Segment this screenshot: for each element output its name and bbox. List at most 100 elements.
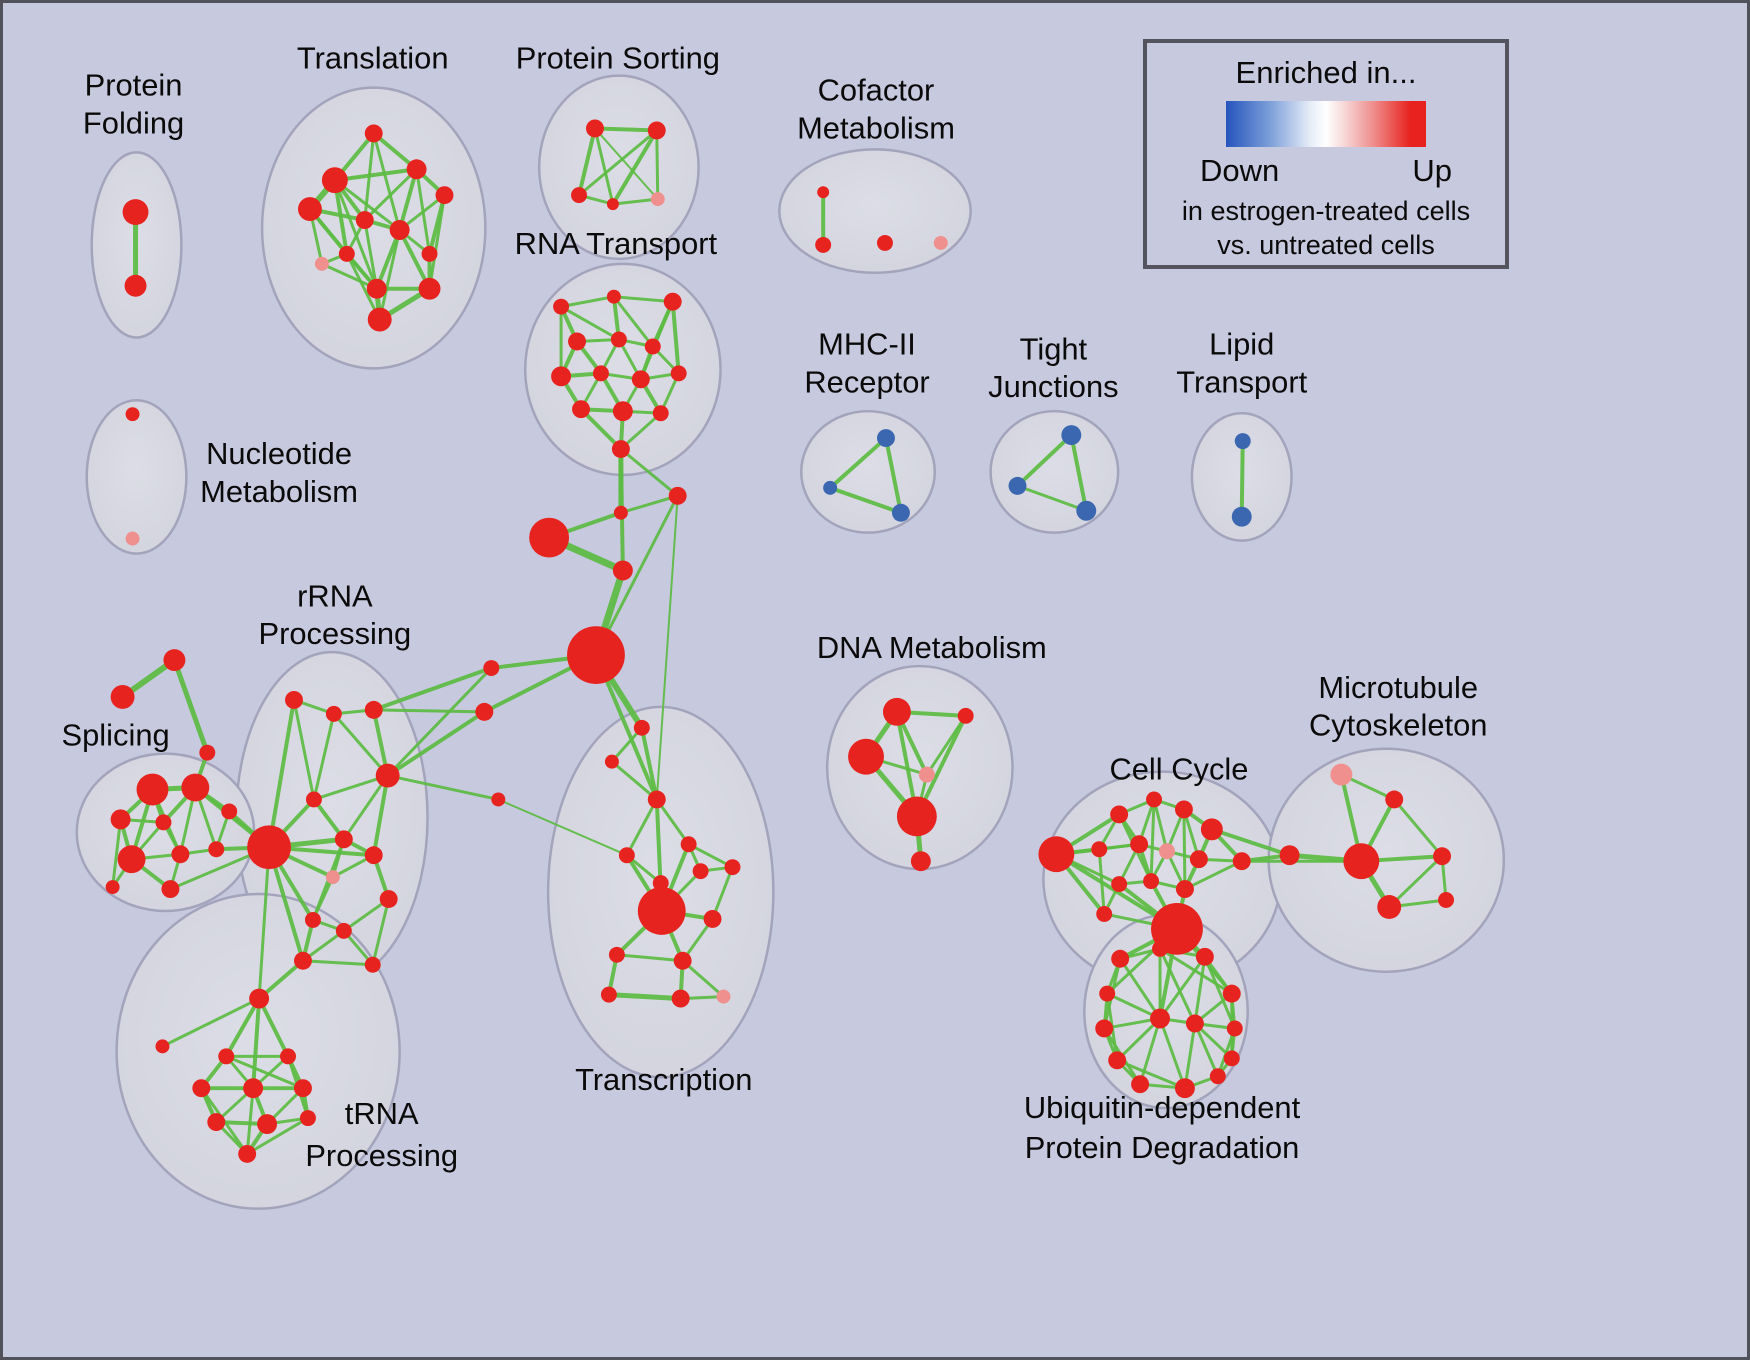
gene-set-node-tx14 <box>671 989 690 1008</box>
edge-r13-r14 <box>301 959 375 967</box>
gene-set-node-tj2 <box>1008 476 1027 495</box>
edge-rt2-rt3 <box>612 295 675 304</box>
cluster-label-lipid-transport-line2: Transport <box>1176 364 1307 399</box>
gene-set-node-r14 <box>364 956 381 973</box>
edge-r2-r4 <box>332 712 390 778</box>
gene-set-node-r11 <box>304 911 321 928</box>
edge-c3-c8 <box>1152 797 1169 853</box>
gene-set-node-c11 <box>1111 876 1128 893</box>
edge-r1-r6 <box>292 698 316 801</box>
gene-set-node-ps2 <box>647 121 666 140</box>
gene-set-node-u9 <box>1223 1050 1240 1067</box>
edge-u14-u12 <box>1193 1021 1220 1078</box>
edge-t1-t7 <box>372 131 402 232</box>
gene-set-node-t11 <box>366 278 387 299</box>
gene-set-node-tx11 <box>608 946 625 963</box>
gene-set-node-d3 <box>848 738 884 775</box>
cluster-label-nucleotide-metabolism-line2: Metabolism <box>200 474 358 509</box>
edge-x4-r4 <box>386 666 493 778</box>
gene-set-node-n2 <box>125 531 140 546</box>
gene-set-node-c2 <box>1110 805 1129 824</box>
legend-caption: in estrogen-treated cells vs. untreated … <box>1182 195 1470 263</box>
edge-r4-r9 <box>371 773 390 858</box>
edge-c4-c13 <box>1182 807 1187 891</box>
gene-set-node-tx5 <box>618 847 635 864</box>
gene-set-node-r2 <box>325 705 342 722</box>
cluster-label-ubiquitin-degradation-line1: Ubiquitin-dependent <box>1024 1090 1301 1125</box>
gene-set-node-r9 <box>364 846 383 865</box>
gene-set-node-x6 <box>491 792 506 807</box>
edge-tx1-tx3 <box>639 725 659 802</box>
gene-set-node-tx4 <box>680 836 697 853</box>
gene-set-node-tx13 <box>600 986 617 1003</box>
gene-set-node-r4 <box>375 763 400 788</box>
gene-set-node-tra <box>218 1048 235 1065</box>
edge-u13-u10 <box>1138 1017 1162 1086</box>
edge-t7-t13 <box>378 228 402 322</box>
edge-tx3-tx4 <box>655 797 691 846</box>
gene-set-node-mc3 <box>1279 845 1300 866</box>
gene-set-node-cm2 <box>815 236 832 253</box>
gene-set-node-l1 <box>1234 433 1251 450</box>
gene-set-node-c7 <box>1130 835 1149 854</box>
gene-set-node-rt6 <box>644 338 661 355</box>
edge-rt2-rt6 <box>612 295 655 348</box>
gene-set-node-st3 <box>199 744 216 761</box>
cluster-label-rrna-processing-line1: rRNA <box>297 578 373 613</box>
cluster-label-rrna-processing-line2: Processing <box>258 616 411 651</box>
edge-ps1-ps3 <box>577 126 597 198</box>
gene-set-node-tx6 <box>652 875 669 892</box>
edge-t10-t11 <box>320 262 379 291</box>
cluster-label-splicing-line1: Splicing <box>62 718 170 753</box>
gene-set-node-t13 <box>367 307 392 332</box>
edge-r1-r5 <box>267 697 296 850</box>
gene-set-node-ps4 <box>606 198 619 211</box>
gene-set-node-tx15 <box>716 989 731 1004</box>
gene-set-node-mc4 <box>1343 843 1380 880</box>
gene-set-node-rt3 <box>663 292 682 311</box>
edge-tj2-tj3 <box>1016 484 1088 513</box>
gene-set-node-mc1 <box>1330 763 1353 786</box>
edge-tx2-tx3 <box>610 760 659 801</box>
edge-rt1-rt2 <box>559 295 616 309</box>
gene-set-node-u7 <box>1226 1020 1243 1037</box>
edge-x5-r3 <box>372 708 486 714</box>
gene-set-node-x3 <box>612 560 633 581</box>
edge-x1-tx3 <box>655 494 679 801</box>
gene-set-node-trg <box>257 1114 278 1134</box>
gene-set-node-tx12 <box>673 951 692 970</box>
edge-t2-t4 <box>332 167 419 183</box>
gene-set-node-sp7 <box>171 845 190 864</box>
edge-ps2-ps5 <box>655 128 660 201</box>
gene-set-node-tre <box>293 1079 312 1098</box>
gene-set-node-r3 <box>364 700 383 719</box>
gene-set-node-t9 <box>421 245 438 262</box>
edge-rt3-rt10 <box>670 299 681 376</box>
gene-set-node-c13 <box>1175 880 1194 899</box>
legend-gradient-bar <box>1226 101 1426 147</box>
cluster-label-cofactor-metabolism-line1: Cofactor <box>818 73 935 108</box>
edge-tj1-tj2 <box>1015 433 1074 488</box>
cluster-label-microtubule-cytoskeleton-line2: Cytoskeleton <box>1309 708 1487 743</box>
edge-t7-t12 <box>397 228 432 291</box>
edge-r10-r12 <box>342 897 391 933</box>
gene-set-node-tx7 <box>692 863 709 880</box>
gene-set-node-n1 <box>125 407 140 422</box>
edge-tx13-tx14 <box>606 992 684 1002</box>
edge-u14-u3 <box>1193 955 1207 1025</box>
edge-u2-u5 <box>1158 947 1234 996</box>
gene-set-node-sp9 <box>161 880 180 899</box>
gene-set-node-c5 <box>1200 818 1223 841</box>
gene-set-node-d4 <box>918 766 935 783</box>
edge-st1-st3 <box>171 657 210 756</box>
gene-set-node-u12 <box>1209 1068 1226 1085</box>
gene-set-node-u14 <box>1185 1014 1204 1033</box>
gene-set-node-tx8 <box>637 887 686 935</box>
gene-set-node-c10 <box>1232 852 1251 871</box>
edge-tx4-tx10 <box>687 842 734 869</box>
gene-set-node-x4 <box>483 660 500 677</box>
cluster-label-dna-metabolism-line1: DNA Metabolism <box>817 630 1047 665</box>
gene-set-node-rt14 <box>611 440 630 458</box>
cluster-label-nucleotide-metabolism-line1: Nucleotide <box>206 436 352 471</box>
